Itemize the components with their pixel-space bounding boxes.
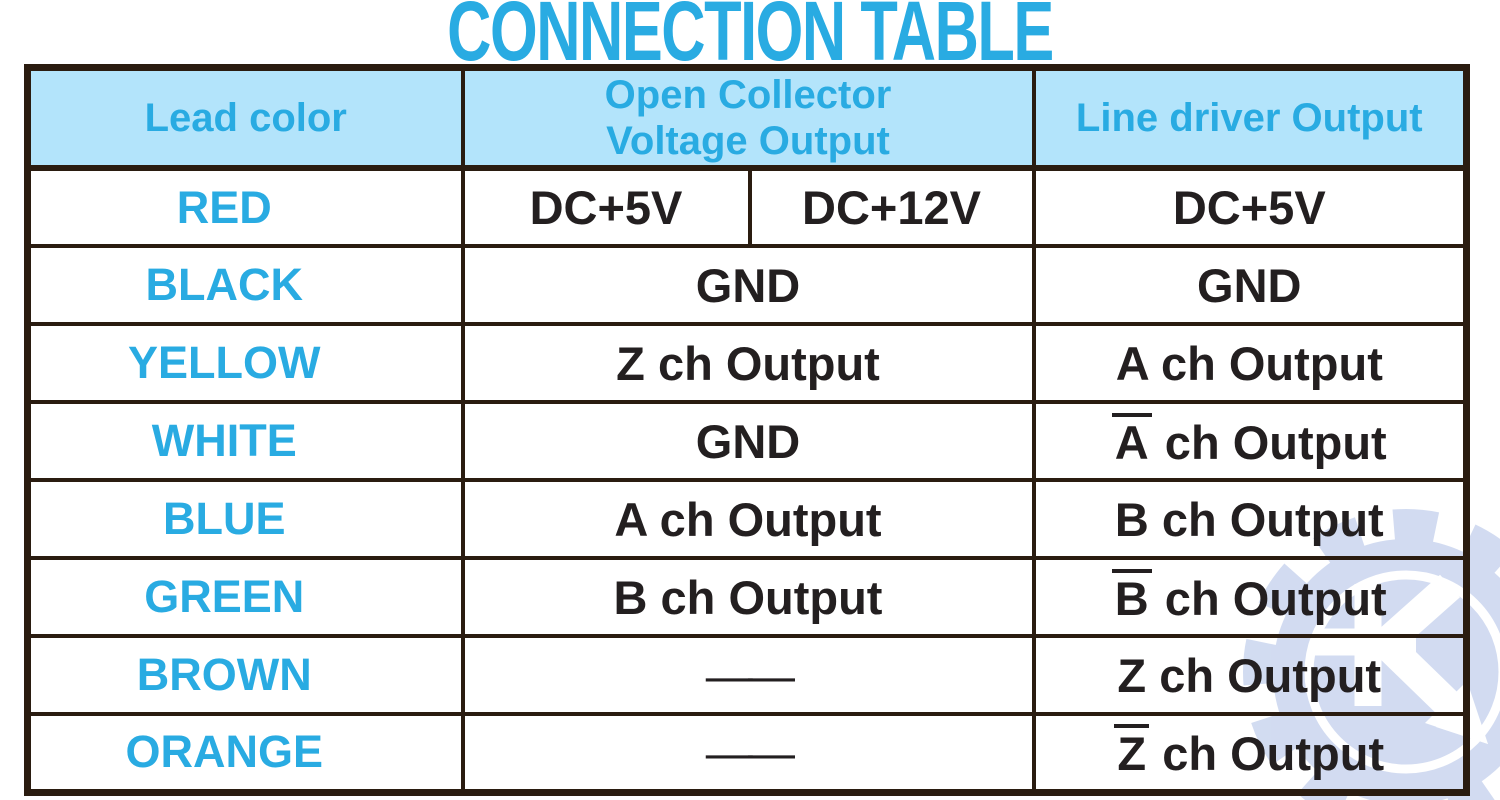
header-lead-color: Lead color [25, 65, 465, 171]
lead-color-cell: ORANGE [25, 712, 465, 794]
table-row-brown: BROWN —— Z ch Output [25, 634, 1469, 716]
header-open-collector-line2: Voltage Output [606, 119, 890, 163]
overline-char: B [1111, 568, 1152, 622]
table-row-yellow: YELLOW Z ch Output A ch Output [25, 322, 1469, 404]
lead-color-cell: YELLOW [25, 322, 465, 404]
line-driver-cell: GND [1031, 244, 1469, 326]
table-row-red: RED DC+5V DC+12V DC+5V [25, 166, 1469, 248]
table-row-orange: ORANGE —— Z ch Output [25, 712, 1469, 794]
line-driver-cell: Z ch Output [1031, 712, 1469, 794]
header-line-driver: Line driver Output [1031, 65, 1469, 171]
overline-char: A [1111, 412, 1152, 466]
open-collector-5v-cell: DC+5V [460, 166, 752, 248]
open-collector-cell-dash: —— [460, 712, 1036, 794]
overline-char: Z [1114, 723, 1150, 777]
table-row-green: GREEN B ch Output B ch Output [25, 556, 1469, 638]
line-driver-cell: B ch Output [1031, 556, 1469, 638]
header-open-collector-line1: Open Collector [604, 73, 892, 117]
lead-color-cell: BLUE [25, 478, 465, 560]
line-driver-cell: B ch Output [1031, 478, 1469, 560]
lead-color-cell: RED [25, 166, 465, 248]
open-collector-cell: GND [460, 400, 1036, 482]
lead-color-cell: GREEN [25, 556, 465, 638]
open-collector-cell: B ch Output [460, 556, 1036, 638]
line-driver-text: ch Output [1151, 415, 1387, 469]
table-row-blue: BLUE A ch Output B ch Output [25, 478, 1469, 560]
line-driver-cell: A ch Output [1031, 322, 1469, 404]
open-collector-cell-dash: —— [460, 634, 1036, 716]
open-collector-cell: GND [460, 244, 1036, 326]
line-driver-cell: A ch Output [1031, 400, 1469, 482]
line-driver-cell: Z ch Output [1031, 634, 1469, 716]
open-collector-12v-cell: DC+12V [747, 166, 1036, 248]
line-driver-text: ch Output [1151, 571, 1387, 625]
open-collector-cell: A ch Output [460, 478, 1036, 560]
lead-color-cell: WHITE [25, 400, 465, 482]
lead-color-cell: BROWN [25, 634, 465, 716]
open-collector-cell: Z ch Output [460, 322, 1036, 404]
line-driver-text: ch Output [1149, 726, 1385, 780]
page-title: CONNECTION TABLE [447, 0, 1054, 78]
lead-color-cell: BLACK [25, 244, 465, 326]
table-row-white: WHITE GND A ch Output [25, 400, 1469, 482]
line-driver-cell: DC+5V [1031, 166, 1469, 248]
table-row-black: BLACK GND GND [25, 244, 1469, 326]
